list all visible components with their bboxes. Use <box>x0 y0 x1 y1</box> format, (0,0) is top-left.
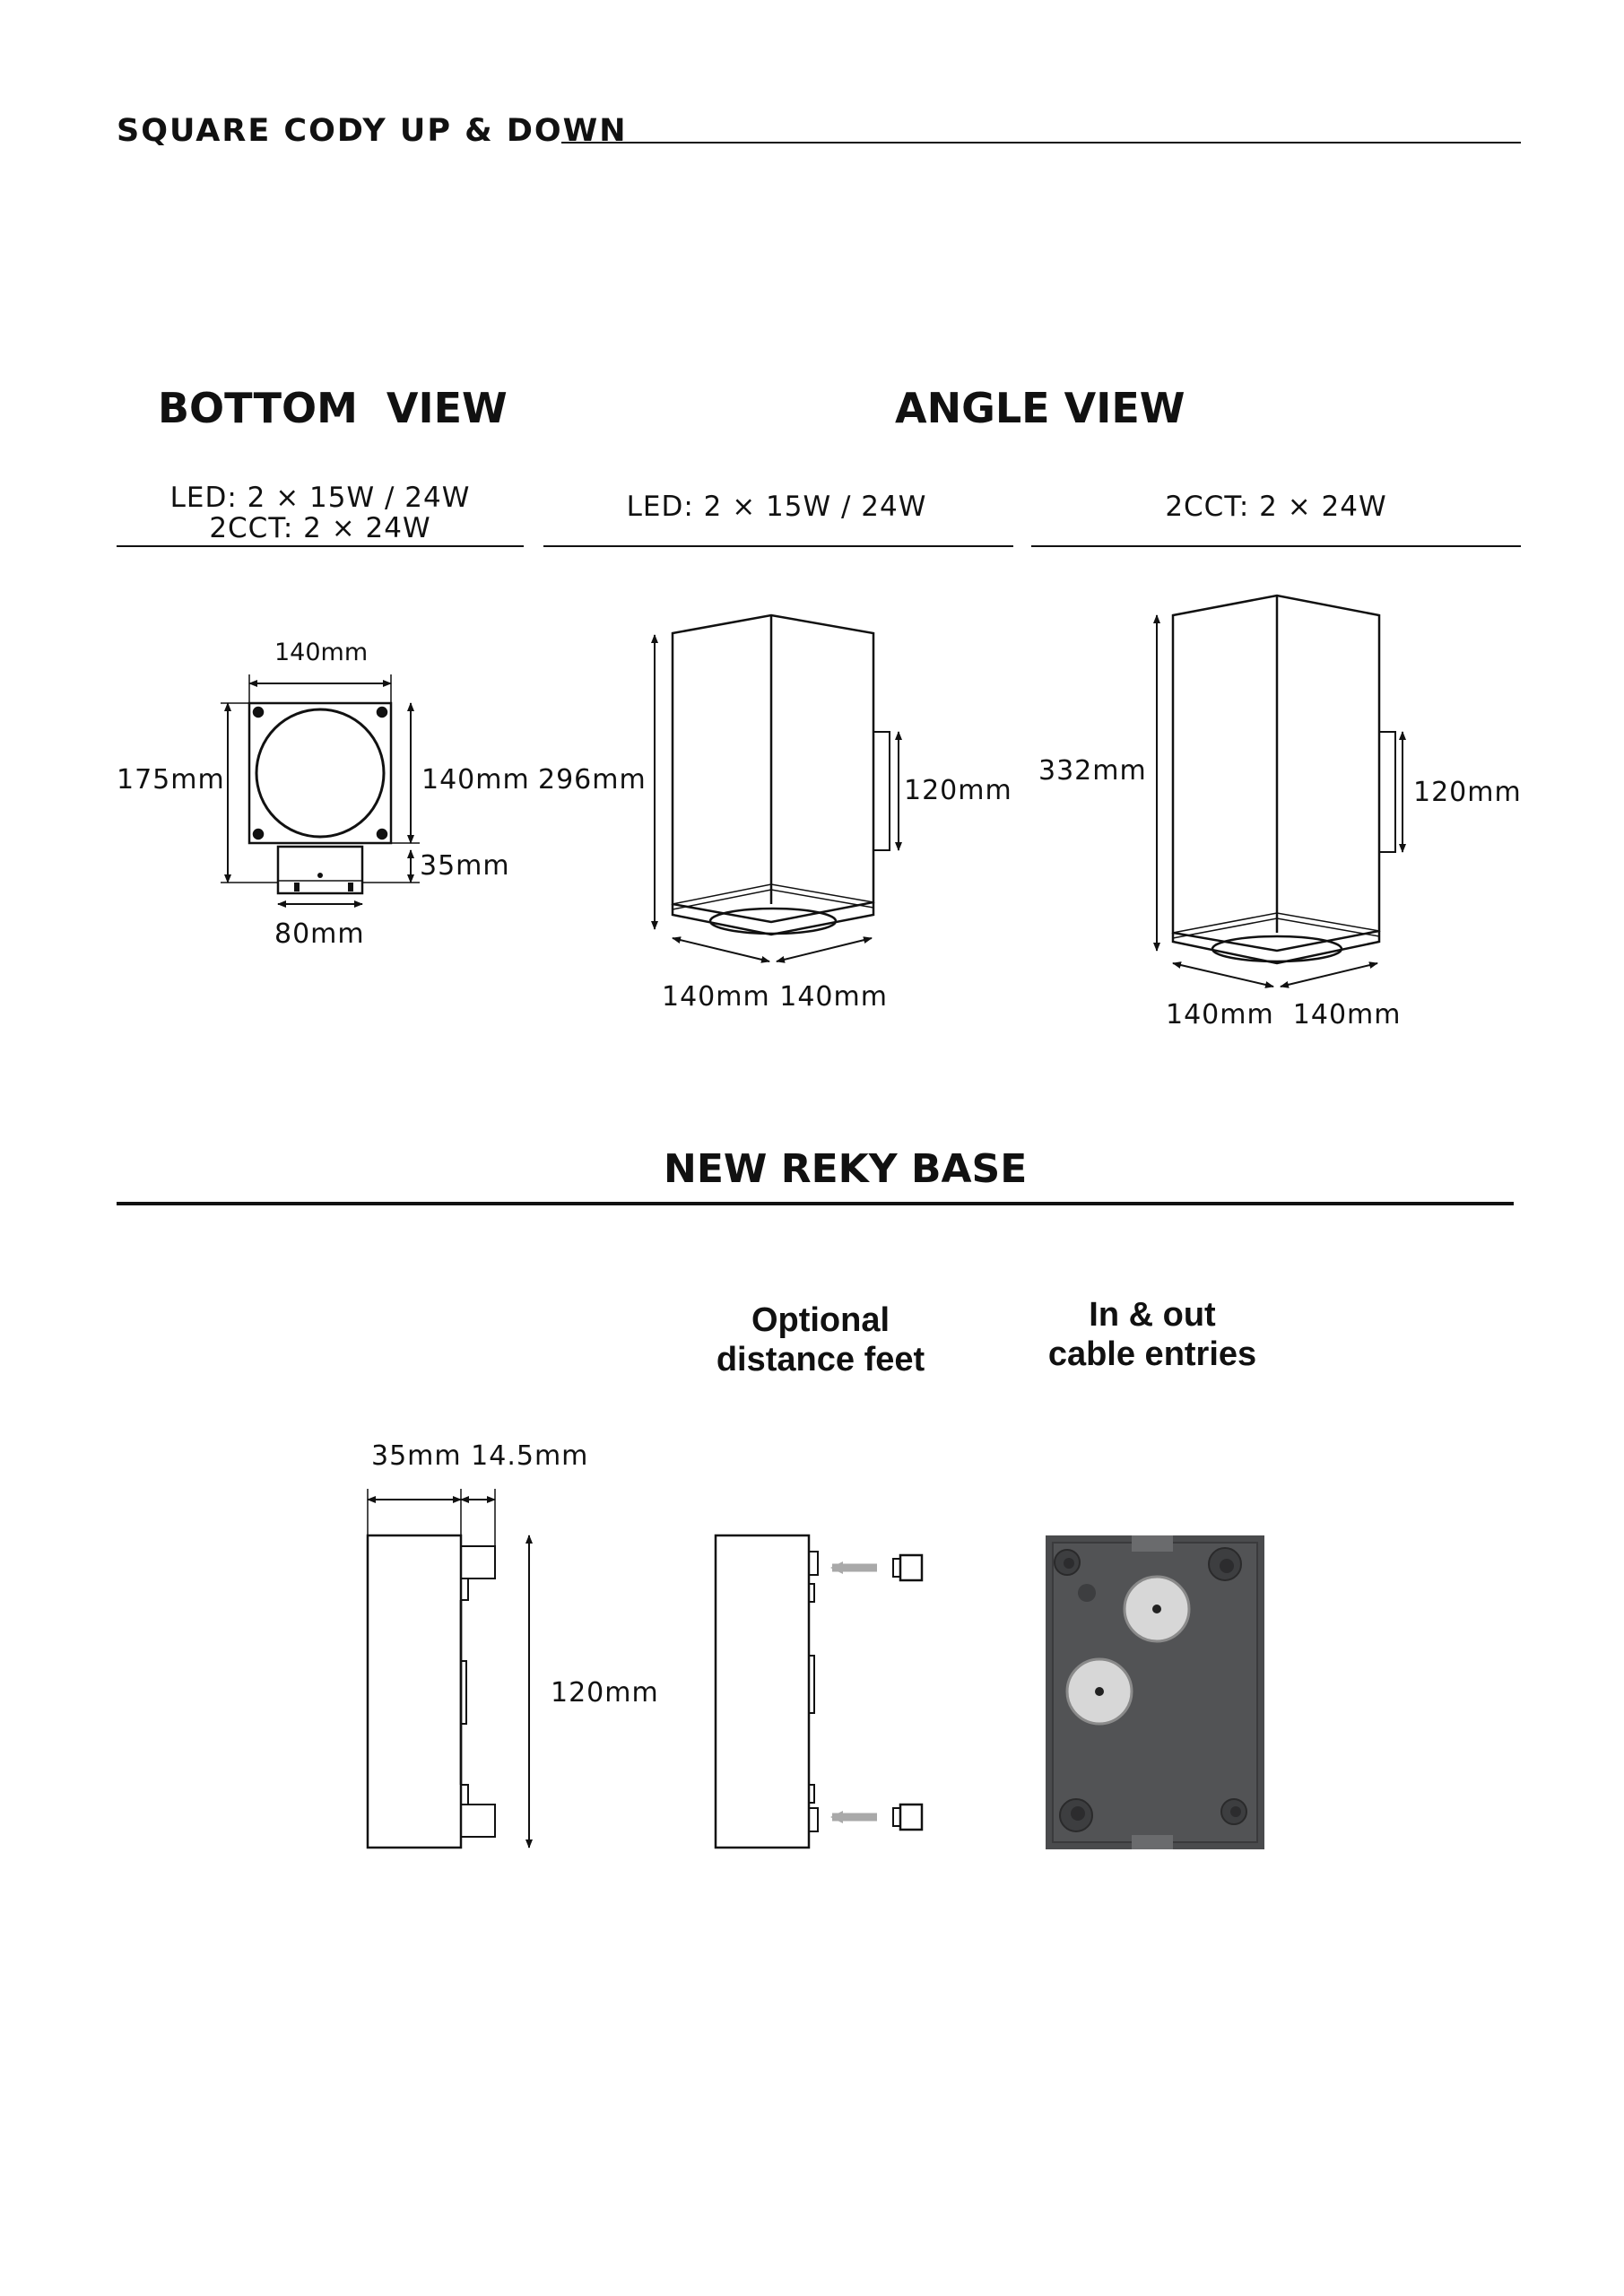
base-block <box>276 845 364 895</box>
cable-entries-label: In & out cable entries <box>1013 1295 1291 1374</box>
reky-base-side-drawing <box>366 1489 533 1849</box>
distance-feet-drawing <box>714 1534 924 1849</box>
lens-circle <box>255 708 386 839</box>
angle-view-led-drawing <box>651 613 902 963</box>
angle-view-led-spec: LED: 2 × 15W / 24W <box>626 491 927 523</box>
bottom-view-title: BOTTOM VIEW <box>158 384 508 432</box>
base-photo <box>1046 1535 1264 1849</box>
bottom-base-label: 35mm <box>420 850 510 882</box>
angle-view-title: ANGLE VIEW <box>895 384 1185 432</box>
reky-height-label: 120mm <box>551 1677 659 1709</box>
angle-led-rule <box>543 545 1013 547</box>
header-rule <box>561 142 1521 144</box>
cct-base-label: 120mm <box>1413 777 1522 808</box>
angle-cct-rule <box>1031 545 1521 547</box>
bottom-width-label: 140mm <box>274 639 369 666</box>
base-side <box>366 1534 463 1849</box>
reky-base-title: NEW REKY BASE <box>664 1146 1028 1192</box>
led-base-label: 120mm <box>904 775 1012 806</box>
cable-entries-label-line2: cable entries <box>1047 1335 1257 1373</box>
distance-feet-label-line1: Optional <box>751 1301 890 1339</box>
bottom-view-rule <box>117 545 524 547</box>
bottom-bottom-label: 80mm <box>274 918 365 950</box>
distance-feet-label: Optional distance feet <box>682 1300 960 1379</box>
bottom-view-spec: LED: 2 × 15W / 24W 2CCT: 2 × 24W <box>117 483 524 544</box>
document-title: SQUARE CODY UP & DOWN <box>117 113 628 149</box>
bottom-view-drawing <box>221 674 420 908</box>
cct-height-label: 332mm <box>1038 755 1147 787</box>
angle-view-cct-spec: 2CCT: 2 × 24W <box>1165 491 1387 523</box>
cable-entries-label-line1: In & out <box>1089 1296 1216 1334</box>
led-height-label: 296mm <box>538 764 647 796</box>
cct-bottom-label: 140mm 140mm <box>1166 999 1402 1031</box>
base-side-feet <box>714 1534 811 1849</box>
led-bottom-label: 140mm 140mm <box>662 981 888 1013</box>
reky-top-label: 35mm 14.5mm <box>371 1440 589 1472</box>
bottom-view-spec-cct: 2CCT: 2 × 24W <box>209 512 431 544</box>
led-body <box>671 613 875 924</box>
fixture-square <box>248 701 393 845</box>
bottom-body-label: 140mm <box>421 764 530 796</box>
distance-feet-label-line2: distance feet <box>716 1341 925 1378</box>
bottom-view-spec-led: LED: 2 × 15W / 24W <box>169 482 471 514</box>
angle-view-cct-drawing <box>1153 594 1406 988</box>
bottom-height-label: 175mm <box>117 764 225 796</box>
reky-base-rule <box>117 1202 1514 1205</box>
